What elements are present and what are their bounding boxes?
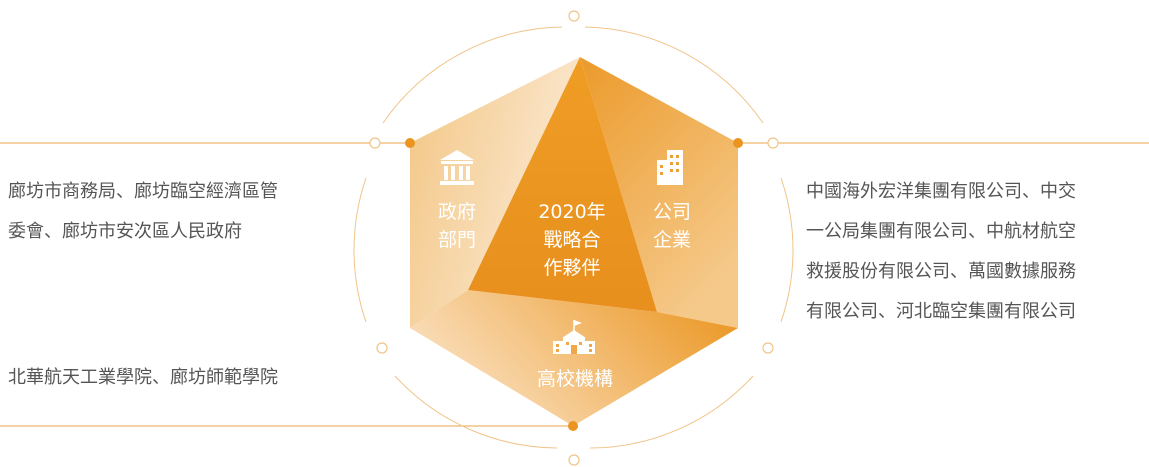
government-partners-text: 廊坊市商務局、廊坊臨空經濟區管 委會、廊坊市安次區人民政府 <box>8 172 278 252</box>
enterprise-label-line2: 企業 <box>653 229 691 251</box>
enterprise-partners-line3: 救援股份有限公司、萬國數據服務 <box>806 261 1076 282</box>
government-segment <box>410 57 580 328</box>
center-label-line2: 戰略合 <box>543 229 600 251</box>
enterprise-partners-line1: 中國海外宏洋集團有限公司、中交 <box>806 181 1076 202</box>
enterprise-partners-text: 中國海外宏洋集團有限公司、中交 一公局集團有限公司、中航材航空 救援股份有限公司… <box>806 172 1076 332</box>
government-building-icon <box>440 150 474 185</box>
center-label-line1: 2020年 <box>538 201 605 223</box>
government-label-line2: 部門 <box>438 229 476 251</box>
academic-partners-text: 北華航天工業學院、廊坊師範學院 <box>8 358 278 398</box>
office-building-icon <box>657 150 683 185</box>
government-partners-line1: 廊坊市商務局、廊坊臨空經濟區管 <box>8 181 278 202</box>
vertex-dots <box>405 138 743 431</box>
center-label-line3: 作夥伴 <box>543 257 600 279</box>
school-building-icon <box>553 320 595 354</box>
outer-ring-arcs <box>353 26 794 449</box>
enterprise-partners-line2: 一公局集團有限公司、中航材航空 <box>806 221 1076 242</box>
enterprise-partners-line4: 有限公司、河北臨空集團有限公司 <box>806 301 1076 322</box>
ring-node-circles <box>369 10 779 466</box>
academic-segment <box>410 290 738 426</box>
government-label-line1: 政府 <box>438 201 476 223</box>
enterprise-label-line1: 公司 <box>653 201 691 223</box>
center-triangle <box>468 57 657 312</box>
academic-partners-line1: 北華航天工業學院、廊坊師範學院 <box>8 367 278 388</box>
academic-label: 高校機構 <box>537 368 613 390</box>
government-partners-line2: 委會、廊坊市安次區人民政府 <box>8 221 242 242</box>
enterprise-segment <box>580 57 738 328</box>
